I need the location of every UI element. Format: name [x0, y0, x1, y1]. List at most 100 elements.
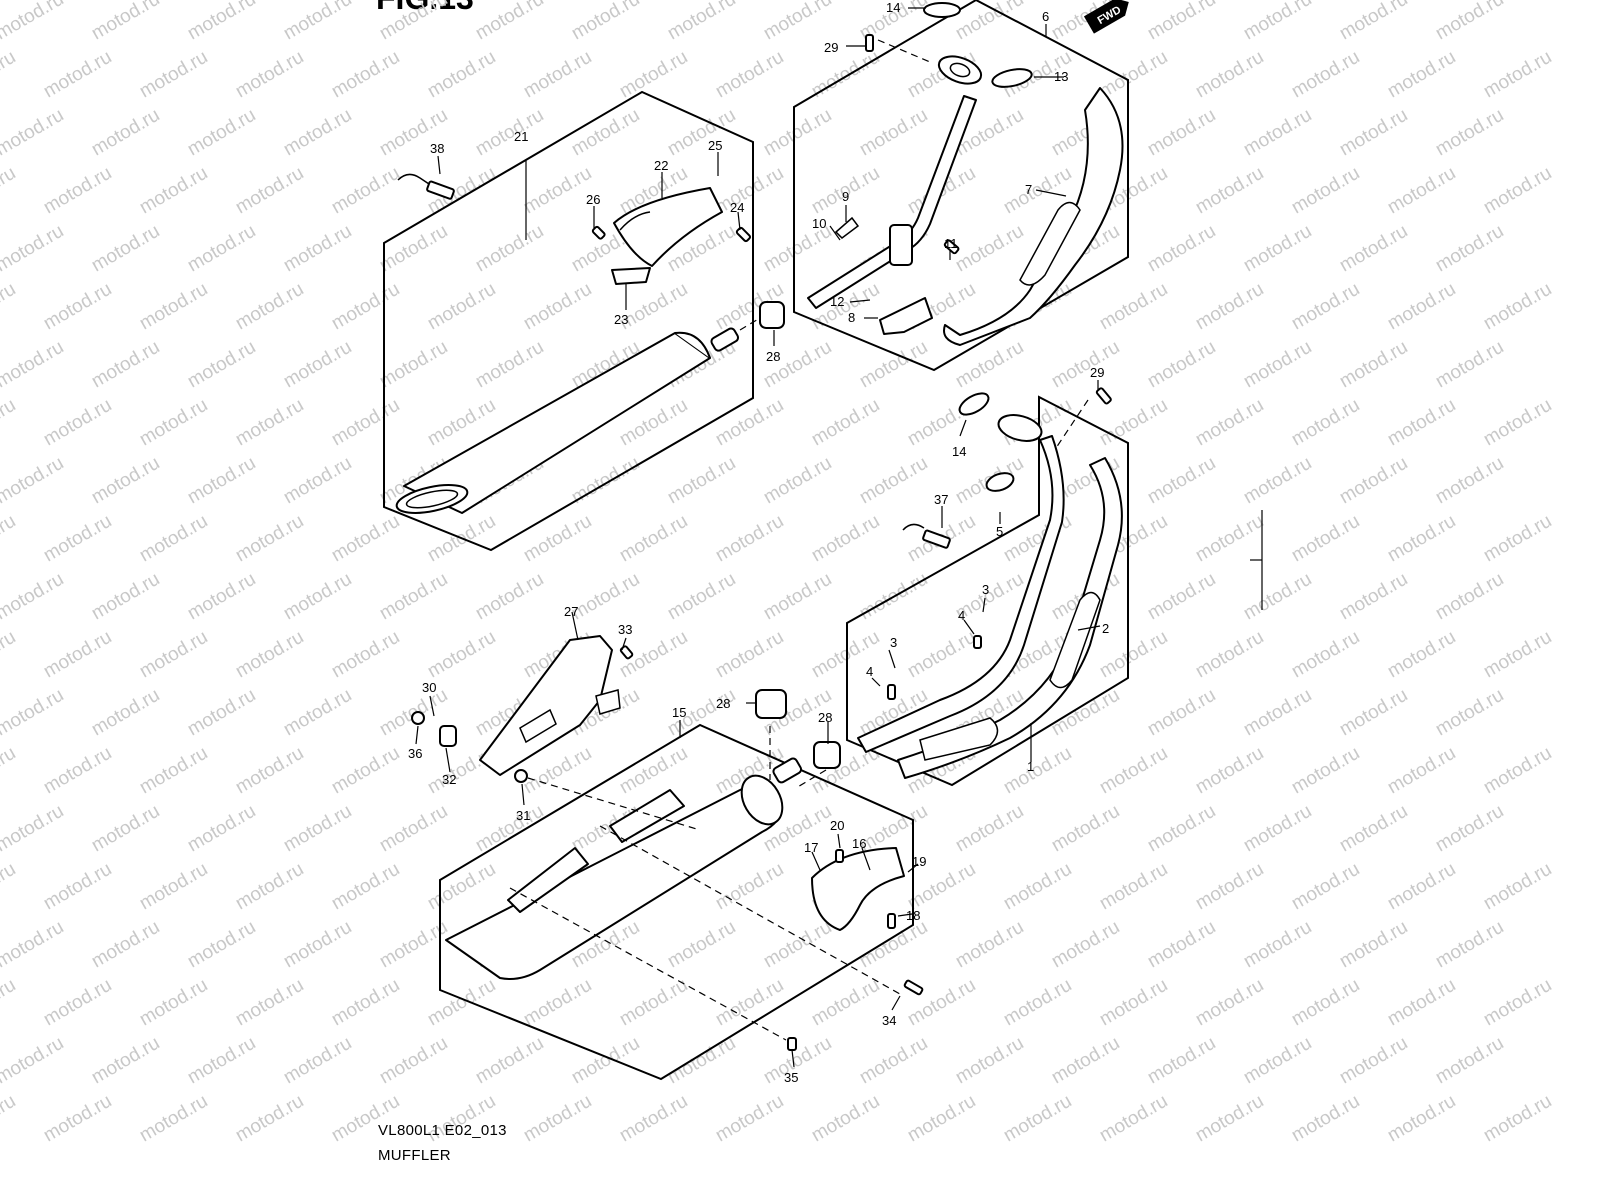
- watermark-text: motod.ru: [1336, 569, 1411, 625]
- watermark-text: motod.ru: [184, 105, 259, 161]
- watermark-text: motod.ru: [88, 105, 163, 161]
- clamp-13: [991, 68, 1033, 88]
- muffler-lower: [445, 757, 803, 980]
- watermark-text: motod.ru: [136, 627, 211, 683]
- callout-15: 15: [672, 705, 686, 720]
- callout-1: 1: [1027, 759, 1034, 774]
- watermark-text: motod.ru: [1384, 975, 1459, 1031]
- watermark-text: motod.ru: [1480, 47, 1555, 103]
- watermark-text: motod.ru: [280, 453, 355, 509]
- watermark-text: motod.ru: [1336, 105, 1411, 161]
- watermark-text: motod.ru: [376, 337, 451, 393]
- watermark-text: motod.ru: [0, 221, 67, 277]
- callout-23: 23: [614, 312, 628, 327]
- group-frame-6: [793, 0, 1129, 372]
- callout-2: 2: [1102, 621, 1109, 636]
- watermark-text: motod.ru: [1288, 47, 1363, 103]
- watermark-text: motod.ru: [40, 1091, 115, 1147]
- watermark-text: motod.ru: [1480, 975, 1555, 1031]
- watermark-text: motod.ru: [88, 685, 163, 741]
- group-frame-21: [383, 90, 754, 552]
- watermark-text: motod.ru: [136, 395, 211, 451]
- watermark-text: motod.ru: [472, 105, 547, 161]
- callout-4: 4: [866, 664, 873, 679]
- watermark-text: motod.ru: [0, 975, 19, 1031]
- watermark-text: motod.ru: [232, 47, 307, 103]
- watermark-text: motod.ru: [328, 859, 403, 915]
- watermark-text: motod.ru: [184, 569, 259, 625]
- watermark-text: motod.ru: [1384, 627, 1459, 683]
- callout-5: 5: [996, 524, 1003, 539]
- watermark-text: motod.ru: [376, 1033, 451, 1089]
- watermark-text: motod.ru: [40, 975, 115, 1031]
- group-frame-15: [439, 723, 914, 1081]
- watermark-text: motod.ru: [1144, 105, 1219, 161]
- watermark-text: motod.ru: [520, 511, 595, 567]
- callout-14: 14: [886, 0, 900, 15]
- callout-6: 6: [1042, 9, 1049, 24]
- watermark-text: motod.ru: [1000, 975, 1075, 1031]
- watermark-text: motod.ru: [904, 627, 979, 683]
- watermark-text: motod.ru: [1000, 1091, 1075, 1147]
- watermark-text: motod.ru: [616, 975, 691, 1031]
- watermark-text: motod.ru: [1000, 743, 1075, 799]
- exhaust-pipe-rear: [807, 55, 983, 309]
- watermark-text: motod.ru: [88, 917, 163, 973]
- callout-22: 22: [654, 158, 668, 173]
- watermark-text: motod.ru: [136, 1091, 211, 1147]
- watermark-text: motod.ru: [760, 0, 835, 44]
- watermark-text: motod.ru: [520, 1091, 595, 1147]
- watermark-text: motod.ru: [1240, 337, 1315, 393]
- watermark-text: motod.ru: [1192, 743, 1267, 799]
- watermark-text: motod.ru: [1192, 627, 1267, 683]
- connector-joint-28-lower: [813, 741, 841, 769]
- callout-26: 26: [586, 192, 600, 207]
- watermark-text: motod.ru: [40, 279, 115, 335]
- watermark-text: motod.ru: [280, 221, 355, 277]
- watermark-text: motod.ru: [952, 337, 1027, 393]
- watermark-text: motod.ru: [232, 975, 307, 1031]
- watermark-text: motod.ru: [88, 0, 163, 44]
- watermark-text: motod.ru: [664, 1033, 739, 1089]
- watermark-text: motod.ru: [472, 0, 547, 44]
- callout-12: 12: [830, 294, 844, 309]
- pipe-cover-front: [897, 457, 1123, 779]
- watermark-text: motod.ru: [0, 105, 67, 161]
- watermark-text: motod.ru: [40, 627, 115, 683]
- watermark-text: motod.ru: [1192, 47, 1267, 103]
- watermark-text: motod.ru: [520, 47, 595, 103]
- callout-10: 10: [812, 216, 826, 231]
- callout-11: 11: [944, 236, 958, 251]
- o2-sensor-front: [902, 523, 951, 549]
- watermark-text: motod.ru: [1048, 917, 1123, 973]
- watermark-text: motod.ru: [1336, 1033, 1411, 1089]
- watermark-text: motod.ru: [1480, 1091, 1555, 1147]
- watermark-text: motod.ru: [952, 221, 1027, 277]
- callout-25: 25: [708, 138, 722, 153]
- watermark-text: motod.ru: [0, 279, 19, 335]
- watermark-text: motod.ru: [1384, 395, 1459, 451]
- callout-labels: 1 2 3 3 4 4 5 6 7 8 9 10 11 12 13 14 14 …: [408, 0, 1109, 1085]
- muffler-bracket-27: [479, 635, 621, 776]
- watermark-text: motod.ru: [712, 395, 787, 451]
- watermark-text: motod.ru: [472, 801, 547, 857]
- watermark-text: motod.ru: [1144, 801, 1219, 857]
- watermark-text: motod.ru: [0, 569, 67, 625]
- watermark-text: motod.ru: [232, 395, 307, 451]
- watermark-text: motod.ru: [232, 279, 307, 335]
- heat-shield-upper: [611, 187, 723, 285]
- watermark-text: motod.ru: [712, 163, 787, 219]
- callout-3: 3: [890, 635, 897, 650]
- watermark-text: motod.ru: [1048, 1033, 1123, 1089]
- callout-17: 17: [804, 840, 818, 855]
- watermark-text: motod.ru: [0, 395, 19, 451]
- watermark-text: motod.ru: [88, 569, 163, 625]
- watermark-text: motod.ru: [1192, 279, 1267, 335]
- watermark-text: motod.ru: [376, 0, 451, 44]
- watermark-text: motod.ru: [712, 47, 787, 103]
- watermark-text: motod.ru: [1432, 0, 1507, 44]
- watermark-text: motod.ru: [472, 569, 547, 625]
- watermark-text: motod.ru: [1240, 569, 1315, 625]
- watermark-text: motod.ru: [856, 453, 931, 509]
- watermark-text: motod.ru: [328, 395, 403, 451]
